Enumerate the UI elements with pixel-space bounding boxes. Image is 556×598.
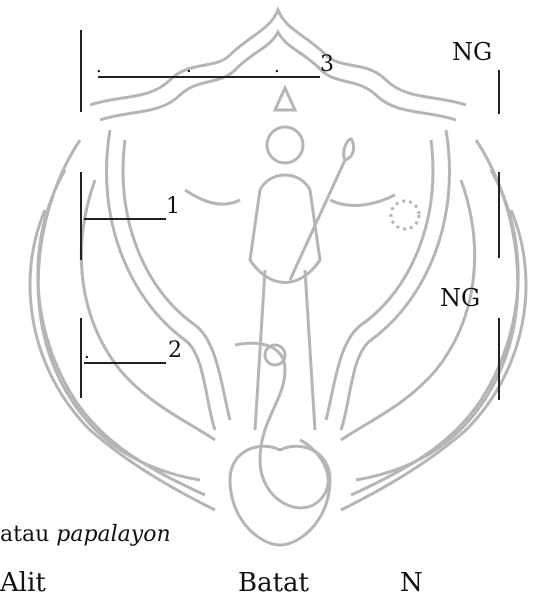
- bottom-word-left: Alit: [0, 570, 46, 596]
- leader-line-1: [84, 218, 166, 220]
- label-number-2: 2: [168, 340, 182, 362]
- right-rule-middle: [498, 172, 500, 258]
- right-rule-top: [498, 70, 500, 114]
- caption-prefix: atau: [0, 522, 49, 547]
- diagram-page: . . . 3 NG NG 1 . 2 atau papalayon Alit …: [0, 0, 556, 583]
- top-dot-2: .: [186, 58, 192, 76]
- top-dot-3: .: [274, 58, 280, 76]
- label-ng-middle: NG: [440, 286, 480, 310]
- caption-line: atau papalayon: [0, 524, 171, 546]
- top-leader-line: [98, 76, 320, 78]
- top-dot-1: .: [96, 58, 102, 76]
- label-number-1: 1: [166, 196, 180, 218]
- label-number-3: 3: [320, 54, 334, 76]
- bottom-word-middle: Batat: [238, 570, 309, 596]
- label-ng-top: NG: [452, 40, 492, 64]
- leader-line-2: [84, 362, 166, 364]
- left-rule-bottom: [80, 318, 82, 398]
- leader-2-dot: .: [84, 344, 90, 362]
- left-rule-top: [80, 30, 82, 112]
- right-rule-bottom: [498, 318, 500, 400]
- left-rule-middle: [80, 172, 82, 260]
- bottom-word-right: N: [400, 570, 423, 596]
- caption-italic-term: papalayon: [56, 522, 170, 547]
